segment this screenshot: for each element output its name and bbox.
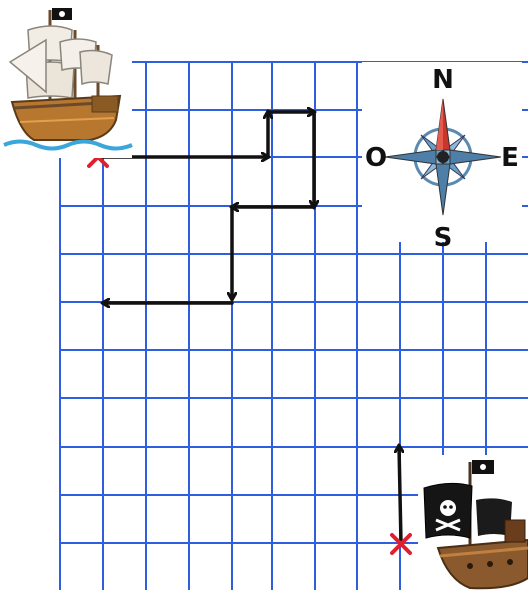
compass-north-label: N [432,65,454,95]
compass-west-label: O [365,143,387,173]
compass-rose: N S E O [362,62,522,253]
skull-and-crossbones-icon [440,500,456,516]
compass-east-label: E [501,143,519,173]
route-path-pirate [399,446,401,543]
pirate-ship-icon [418,455,528,590]
compass-south-label: S [434,223,453,253]
route-arrow-north-pirate [399,446,401,543]
sailing-ship-icon [0,0,132,158]
